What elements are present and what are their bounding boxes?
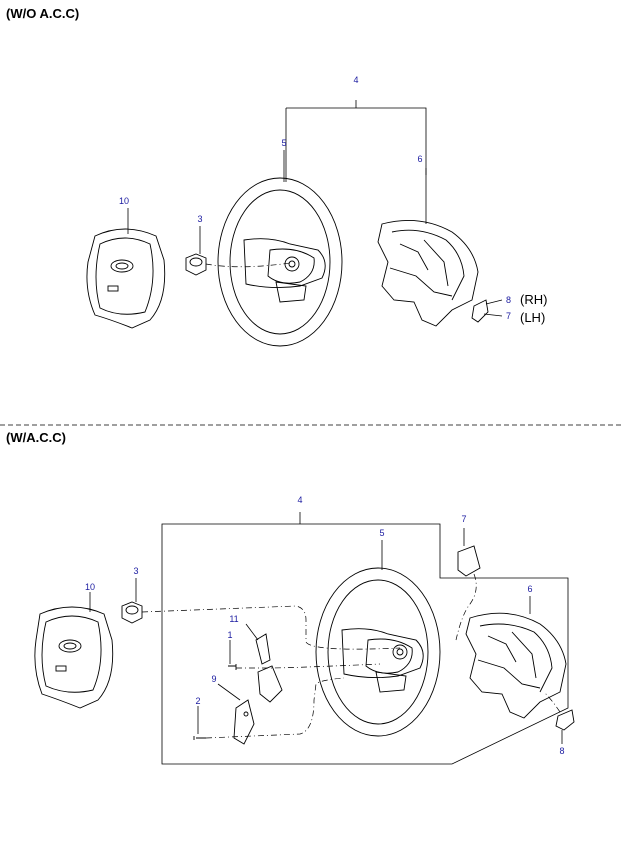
bottom-steering-wheel	[315, 540, 441, 737]
callout-6: 6	[417, 154, 422, 164]
bottom-rear-cover	[465, 596, 567, 719]
callout-10: 10	[119, 196, 129, 206]
callout-11-acc: 11	[229, 614, 238, 624]
callout-8-acc: 8	[559, 746, 564, 756]
bottom-nut-guide-line	[141, 605, 401, 650]
section-header-with-acc: (W/A.C.C)	[6, 430, 66, 445]
bottom-switch-and-screws	[193, 623, 381, 745]
top-steering-wheel	[217, 150, 343, 347]
callout-7: 7	[506, 311, 511, 321]
callout-5: 5	[281, 138, 286, 148]
bottom-assembly: 4 5 7 6 10 3 11 1 9 2 8	[34, 495, 575, 765]
top-side-cover	[471, 299, 503, 323]
bottom-airbag-module	[34, 592, 114, 709]
callout-1-acc: 1	[227, 630, 232, 640]
bottom-boundary-4	[161, 523, 569, 765]
top-nut	[185, 226, 207, 276]
callout-8: 8	[506, 295, 511, 305]
top-rear-cover	[377, 168, 479, 327]
callout-3-acc: 3	[133, 566, 138, 576]
section-header-without-acc: (W/O A.C.C)	[6, 6, 80, 21]
top-bracket-4	[285, 100, 427, 182]
bottom-upper-cover	[455, 528, 481, 641]
top-airbag-module	[86, 208, 166, 329]
callout-3: 3	[197, 214, 202, 224]
bottom-lower-cover	[543, 691, 575, 744]
callout-5-acc: 5	[379, 528, 384, 538]
callout-4: 4	[353, 75, 358, 85]
callout-7-acc: 7	[461, 514, 466, 524]
top-assembly: 4 5 6 10 3 8 7 (RH) (LH)	[86, 75, 547, 347]
top-nut-guide-line	[205, 262, 291, 268]
callout-2-acc: 2	[195, 696, 200, 706]
callout-6-acc: 6	[527, 584, 532, 594]
bottom-nut	[121, 578, 143, 624]
callout-4-acc: 4	[297, 495, 302, 505]
label-lh: (LH)	[520, 310, 545, 325]
callout-9-acc: 9	[211, 674, 216, 684]
callout-10-acc: 10	[85, 582, 95, 592]
label-rh: (RH)	[520, 292, 547, 307]
